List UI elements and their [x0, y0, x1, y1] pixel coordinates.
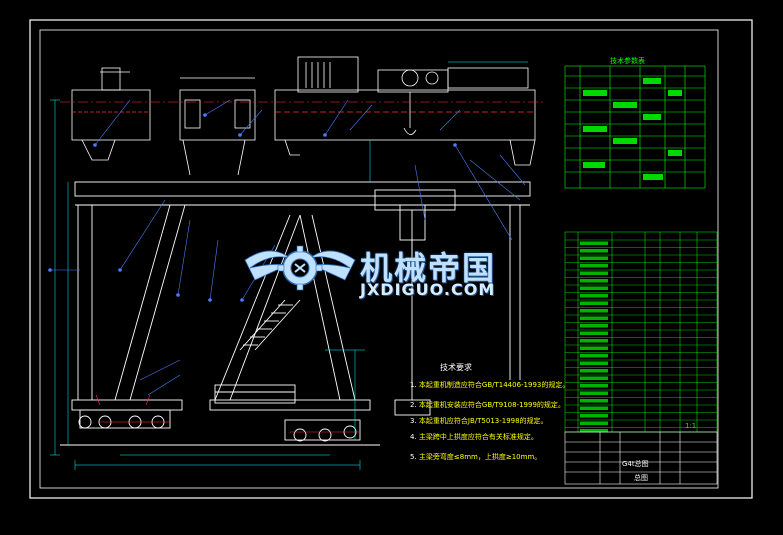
- parts-list-cell-mark: [580, 249, 608, 253]
- parts-list-cell-mark: [580, 331, 608, 335]
- tech-requirement-text: 本起重机应符合JB/T5013-1998的规定。: [418, 417, 548, 425]
- parts-list-cell-mark: [580, 361, 608, 365]
- parts-list-cell-mark: [580, 316, 608, 320]
- parts-list-cell-mark: [580, 414, 608, 418]
- sheet-label: 总图: [634, 474, 648, 482]
- tech-requirement-number: 2.: [410, 401, 419, 409]
- parts-list-cell-mark: [580, 279, 608, 283]
- parts-list-cell-mark: [580, 429, 608, 433]
- title-block: [564, 431, 718, 485]
- parts-list-cell-mark: [580, 241, 608, 245]
- parts-list-cell-mark: [580, 294, 608, 298]
- dimension-lines: [50, 61, 528, 470]
- tech-requirement-item: 1. 本起重机制造应符合GB/T14406-1993的规定。: [410, 380, 569, 390]
- tech-requirement-text: 本起重机安装应符合GB/T9108-1999的规定。: [418, 401, 565, 409]
- parts-list-cell-mark: [580, 301, 608, 305]
- scale-label: 1:1: [685, 422, 697, 430]
- tech-requirement-text: 主梁旁弯度≤8mm，上拱度≥10mm。: [418, 453, 542, 461]
- parts-list-cell-mark: [580, 339, 608, 343]
- parts-list-cell-mark: [580, 406, 608, 410]
- outer-frame: [29, 19, 753, 499]
- parameter-table-title: 技术参数表: [610, 57, 645, 65]
- parts-list-rows: [565, 239, 717, 433]
- gantry-elevation: [60, 181, 531, 446]
- parts-list-cell-mark: [580, 354, 608, 358]
- parameter-table-fill: [583, 78, 682, 180]
- watermark-cn-text: 机械帝国: [360, 249, 497, 287]
- parts-list-cell-mark: [580, 264, 608, 268]
- parts-list-cell-mark: [580, 309, 608, 313]
- gear-wing-logo-icon: [244, 245, 356, 291]
- parts-list-cell-mark: [580, 286, 608, 290]
- parts-list-cell-mark: [580, 399, 608, 403]
- parts-list-cell-mark: [580, 391, 608, 395]
- parts-list-cell-mark: [580, 421, 608, 425]
- tech-requirement-number: 1.: [410, 381, 419, 389]
- tech-requirement-number: 4.: [410, 433, 419, 441]
- parameter-table: [564, 65, 706, 189]
- section-marks: [95, 394, 360, 433]
- tech-requirement-item: 2. 本起重机安装应符合GB/T9108-1999的规定。: [410, 400, 565, 410]
- tech-requirement-text: 主梁跨中上拱度应符合有关标准规定。: [418, 433, 538, 441]
- tech-requirement-item: 3. 本起重机应符合JB/T5013-1998的规定。: [410, 416, 548, 426]
- inner-frame: [39, 29, 719, 489]
- watermark-en-text: JXDIGUO.COM: [360, 280, 496, 299]
- parts-list-cell-mark: [580, 384, 608, 388]
- top-elevation: [60, 56, 545, 176]
- parts-list-cell-mark: [580, 324, 608, 328]
- tech-requirement-number: 5.: [410, 453, 419, 461]
- tech-requirement-number: 3.: [410, 417, 419, 425]
- parts-list-cell-mark: [580, 376, 608, 380]
- parts-list-cell-mark: [580, 346, 608, 350]
- tech-requirements-heading: 技术要求: [440, 363, 472, 372]
- parts-list-cell-mark: [580, 369, 608, 373]
- drawing-name: G4t总图: [622, 460, 649, 468]
- tech-requirement-text: 本起重机制造应符合GB/T14406-1993的规定。: [418, 381, 570, 389]
- parts-list-cell-mark: [580, 256, 608, 260]
- tech-requirement-item: 5. 主梁旁弯度≤8mm，上拱度≥10mm。: [410, 452, 541, 462]
- parts-list-cell-mark: [580, 271, 608, 275]
- tech-requirement-item: 4. 主梁跨中上拱度应符合有关标准规定。: [410, 432, 538, 442]
